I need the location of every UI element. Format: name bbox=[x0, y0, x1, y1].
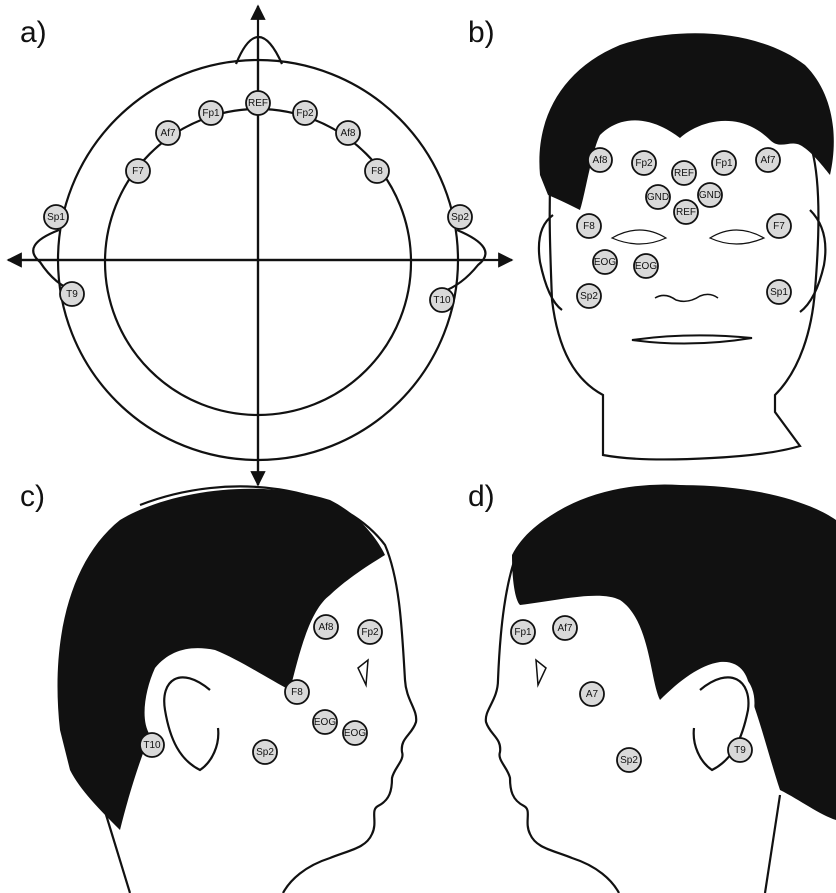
electrode-label: F8 bbox=[583, 221, 595, 232]
electrode-label: Af8 bbox=[592, 155, 607, 166]
electrode-label: Fp1 bbox=[514, 627, 532, 638]
electrode-label: Af7 bbox=[760, 155, 775, 166]
electrode-label: Fp1 bbox=[715, 158, 733, 169]
electrode-label: EOG bbox=[344, 728, 366, 739]
panel-b-electrodes: Af8Fp2REFFp1Af7GNDGNDREFF8F7EOGEOGSp2Sp1 bbox=[577, 148, 791, 308]
electrode-label: T10 bbox=[433, 295, 451, 306]
electrode-label: Af7 bbox=[557, 623, 572, 634]
panel-c: c) Af8 Fp2F8EOG EOG T10Sp2 bbox=[20, 480, 416, 893]
electrode-label: F8 bbox=[291, 687, 303, 698]
electrode-label: Sp1 bbox=[770, 287, 788, 298]
face-mouth bbox=[632, 335, 752, 343]
face-left-eye bbox=[612, 230, 666, 244]
electrode-label: Sp2 bbox=[256, 747, 274, 758]
electrode-label: Sp2 bbox=[620, 755, 638, 766]
profile-d-hair bbox=[512, 485, 836, 820]
electrode-label: Fp2 bbox=[296, 108, 314, 119]
profile-d-eye bbox=[536, 660, 546, 685]
panel-c-label: c) bbox=[20, 480, 45, 513]
electrode-label: EOG bbox=[635, 261, 657, 272]
panel-a-label: a) bbox=[20, 16, 47, 49]
electrode-label: GND bbox=[647, 192, 669, 203]
panel-a: a) REF Fp1 Fp2Af7 Af8F7 F8Sp1 Sp2T9T10 bbox=[8, 6, 512, 485]
face-nose bbox=[655, 294, 718, 301]
face-right-eye bbox=[710, 230, 764, 244]
electrode-label: T9 bbox=[66, 289, 78, 300]
electrode-label: EOG bbox=[314, 717, 336, 728]
profile-c-eye bbox=[358, 660, 368, 685]
electrode-label: REF bbox=[248, 98, 268, 109]
electrode-label: T10 bbox=[143, 740, 161, 751]
panel-b: b) Af8Fp2REFFp1Af7GNDGNDREFF8F7EOGEOGSp2… bbox=[468, 16, 834, 459]
electrode-label: GND bbox=[699, 190, 721, 201]
profile-c-ear-bg bbox=[164, 677, 218, 770]
electrode-label: EOG bbox=[594, 257, 616, 268]
electrode-label: Af7 bbox=[160, 128, 175, 139]
electrode-label: REF bbox=[674, 168, 694, 179]
electrode-label: F7 bbox=[132, 166, 144, 177]
electrode-label: Af8 bbox=[340, 128, 355, 139]
electrode-label: A7 bbox=[586, 689, 599, 700]
electrode-label: Af8 bbox=[318, 622, 333, 633]
profile-d-neck bbox=[765, 795, 780, 893]
electrode-label: F8 bbox=[371, 166, 383, 177]
electrode-label: F7 bbox=[773, 221, 785, 232]
electrode-label: REF bbox=[676, 207, 696, 218]
panel-b-label: b) bbox=[468, 16, 495, 49]
electrode-label: Fp1 bbox=[202, 108, 220, 119]
electrode-label: Sp1 bbox=[47, 212, 65, 223]
electrode-label: Sp2 bbox=[451, 212, 469, 223]
electrode-label: Fp2 bbox=[361, 627, 379, 638]
electrode-label: Sp2 bbox=[580, 291, 598, 302]
face-right-ear bbox=[800, 210, 825, 312]
electrode-label: Fp2 bbox=[635, 158, 653, 169]
electrode-label: T9 bbox=[734, 745, 746, 756]
panel-d-label: d) bbox=[468, 480, 495, 513]
profile-c-hair bbox=[58, 489, 386, 830]
panel-d: d) Fp1 Af7A7T9Sp2 bbox=[468, 480, 836, 893]
